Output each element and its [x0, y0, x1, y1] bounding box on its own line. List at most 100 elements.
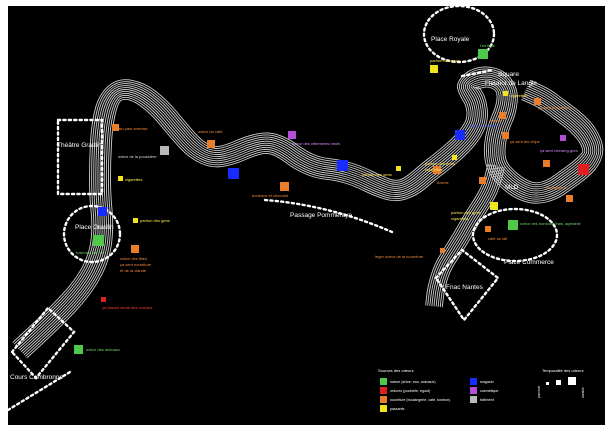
legend-label: bâtiment: [480, 398, 494, 402]
marker-blue: [228, 168, 239, 179]
marker-orange: [499, 112, 506, 119]
marker-grey: [160, 146, 169, 155]
marker-orange: [433, 166, 441, 174]
marker-orange: [485, 226, 491, 232]
zone-cours-cambronne: [10, 306, 76, 380]
zone-cours-trail: [6, 370, 72, 412]
odor-label: l'air frais: [480, 43, 495, 48]
marker-orange: [543, 160, 550, 167]
marker-yellow: [118, 176, 123, 181]
marker-orange: [534, 98, 541, 105]
odor-label: Arome: [437, 180, 450, 185]
legend-temporality-title: Temporalité des odeurs: [542, 368, 584, 373]
odor-label: cigarettes: [125, 177, 142, 182]
odor-label: odeur des bonbons frais, agréable: [520, 221, 581, 226]
odor-label: odeur des animaux: [86, 347, 120, 352]
label-theatre-graslin: Théâtre Graslin: [57, 142, 102, 149]
legend-swatch: [380, 378, 387, 385]
odor-label: odeur des vêtements neufs: [292, 141, 340, 146]
label-cours-cambronne: Cours Cambronne: [10, 374, 63, 381]
marker-yellow: [396, 166, 401, 171]
walking-path: [12, 66, 584, 343]
walking-path: [16, 72, 590, 348]
zone-place-commerce: [471, 207, 559, 263]
odor-label: odeur des filles: [120, 256, 147, 261]
marker-orange: [502, 132, 509, 139]
marker-blue: [337, 160, 348, 171]
marker-orange: [440, 248, 445, 253]
walking-path: [13, 68, 586, 345]
walking-path: [23, 82, 600, 356]
odor-label: café au lait: [488, 236, 508, 241]
walking-path: [15, 70, 588, 346]
marker-red: [101, 297, 106, 302]
marker-yellow: [430, 65, 438, 73]
zone-fnac-nantes: [434, 248, 500, 323]
temporality-swatch: [568, 377, 576, 385]
marker-yellow: [503, 91, 508, 96]
walking-path: [25, 81, 602, 357]
zone-place-graslin: [62, 204, 122, 264]
walking-path: [18, 74, 592, 349]
marker-blue: [98, 207, 107, 216]
marker-purple: [288, 131, 296, 139]
odor-label: parfum des gens: [430, 58, 460, 63]
walking-path: [439, 166, 503, 308]
marker-red: [578, 164, 589, 175]
label-place-graslin: Place Graslin: [75, 224, 114, 231]
walking-path: [433, 165, 497, 307]
walking-path: [441, 167, 505, 308]
marker-purple: [560, 135, 566, 141]
odor-label: cigarettes: [451, 216, 468, 221]
odor-markers: [74, 49, 589, 354]
zone-square-line: [460, 68, 494, 78]
odor-label: friterie: [490, 118, 502, 123]
walking-path: [435, 166, 499, 307]
marker-yellow: [133, 218, 138, 223]
walking-path: [20, 78, 596, 352]
marker-green: [478, 49, 488, 59]
odor-label: bonbons et chocolat: [252, 193, 289, 198]
marker-orange: [479, 177, 486, 184]
temporality-swatch: [546, 382, 549, 385]
legend-swatch: [380, 396, 387, 403]
walking-path: [429, 164, 493, 306]
zone-place-royale: [422, 4, 496, 64]
label-passage-pommeraye: Passage Pommeraye: [290, 212, 353, 219]
odor-label: parfum des gens: [451, 210, 481, 215]
odor-label: odeur de la poussière: [118, 154, 157, 159]
label-mcd: McD: [505, 184, 519, 191]
marker-yellow: [490, 202, 498, 210]
marker-blue: [455, 130, 465, 140]
marker-orange: [131, 245, 139, 253]
walking-path: [19, 76, 594, 351]
label-square-2: Fleuriot de Langle: [485, 80, 537, 87]
marker-orange: [112, 124, 119, 131]
marker-green: [74, 345, 83, 354]
marker-green: [508, 220, 518, 230]
odor-label: ça sent du jambon: [538, 105, 571, 110]
odor-label: parfum des gens: [140, 218, 170, 223]
odor-label: cigarettes: [510, 93, 527, 98]
legend-label: cosmétique: [480, 389, 498, 393]
legend-swatch: [470, 387, 477, 394]
zone-theatre-graslin: [56, 118, 104, 196]
temporality-right: durable: [581, 387, 585, 398]
temporality-swatch: [556, 380, 561, 385]
marker-green: [93, 235, 104, 246]
odor-label: parfum des gens: [362, 172, 392, 177]
odor-label: odeur du café: [198, 129, 223, 134]
legend-label: passants: [390, 407, 405, 411]
label-square-1: Square: [498, 71, 519, 78]
walking-path: [427, 164, 491, 306]
legend-label: nourriture (boulangerie, café, bonbon): [390, 398, 450, 402]
odor-label: parfum des gens: [470, 123, 500, 128]
walking-path: [22, 80, 598, 354]
odor-label: parfum des gens: [425, 161, 455, 166]
legend-label: nature (arbre, eau, animaux): [390, 380, 436, 384]
label-place-royale: Place Royale: [431, 36, 470, 43]
odor-label: ça faisant sentir des ordures: [102, 305, 152, 310]
label-place-commerce: Place Commerce: [504, 259, 554, 266]
odor-label: pain pain armoise: [116, 126, 148, 131]
